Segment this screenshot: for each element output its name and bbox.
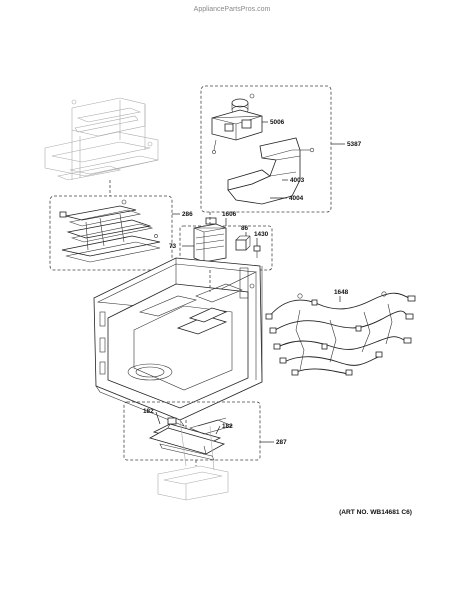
callout-1648: 1648	[334, 289, 349, 296]
control-panel-part	[59, 199, 161, 263]
assembly-box-287	[123, 401, 261, 461]
callout-5006: 5006	[270, 119, 285, 126]
bottom-grease-filter-outline	[157, 419, 229, 501]
assembly-box-5387	[200, 85, 332, 213]
magnetron-part	[193, 217, 227, 263]
top-vent-assembly-outline	[44, 97, 159, 181]
art-number: (ART NO. WB14681 C6)	[339, 509, 412, 516]
assembly-box-286	[49, 195, 173, 271]
site-header: AppliancePartsPros.com	[194, 6, 271, 13]
callout-1430: 1430	[254, 231, 269, 238]
wire-harness-part	[265, 291, 416, 376]
callout-286: 286	[182, 211, 193, 218]
callout-5387: 5387	[347, 141, 362, 148]
blower-motor-part	[211, 93, 263, 154]
callout-labels: 5006 5387 4003 4004 286 1606 86 1430 73 …	[143, 119, 362, 446]
capacitor-part	[235, 235, 251, 251]
callout-leader-lines	[155, 121, 345, 443]
callout-4003: 4003	[290, 177, 305, 184]
diode-part	[253, 245, 261, 258]
oven-cavity-chassis	[93, 257, 263, 427]
callout-182-right: 182	[222, 423, 233, 430]
callout-1606: 1606	[222, 211, 237, 218]
callout-73: 73	[169, 243, 177, 250]
vent-duct-part	[227, 137, 315, 205]
callout-182-left: 182	[143, 408, 154, 415]
light-lens-assembly-part	[148, 417, 233, 461]
callout-287: 287	[276, 439, 287, 446]
callout-4004: 4004	[289, 195, 304, 202]
alignment-guides	[109, 180, 211, 466]
callout-86: 86	[241, 225, 249, 232]
